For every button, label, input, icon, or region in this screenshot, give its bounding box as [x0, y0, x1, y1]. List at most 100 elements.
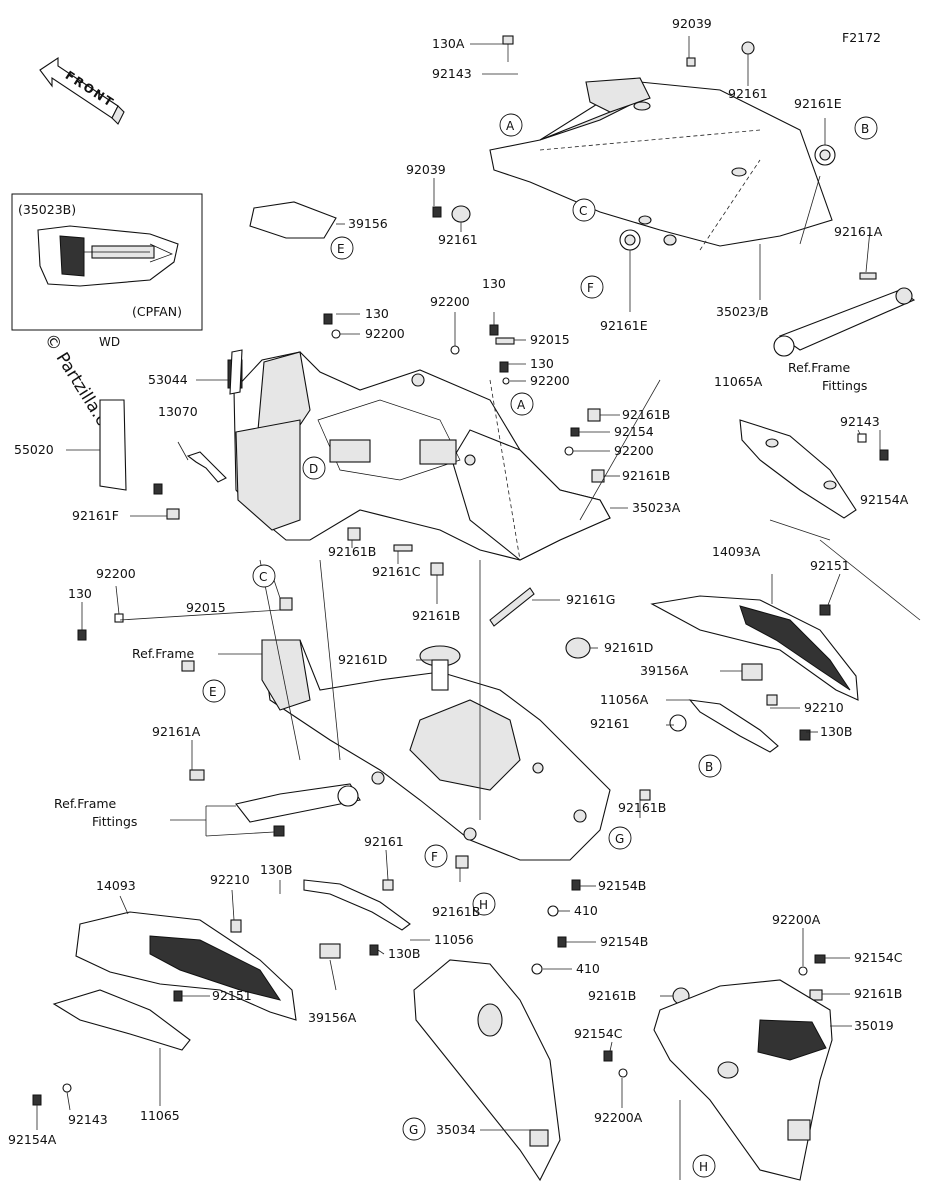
label-92154c-left: 92154C	[574, 1026, 623, 1041]
label-92154c-right: 92154C	[854, 950, 903, 965]
ref-frame-fittings-right-line1: Ref.Frame	[788, 360, 851, 375]
label-92200-b: 92200	[365, 326, 405, 341]
side-cover-14093a	[650, 595, 859, 701]
ref-labels: Ref.Frame Fittings Ref.Frame Ref.Frame F…	[54, 360, 867, 829]
label-92200-c: 92200	[530, 373, 570, 388]
frame-fittings-left	[235, 783, 361, 823]
label-55020: 55020	[14, 442, 54, 457]
inset-under-label: WD	[99, 335, 120, 349]
label-92161f: 92161F	[72, 508, 119, 523]
callout-d-1: D	[302, 456, 326, 480]
label-92200-a: 92200	[430, 294, 470, 309]
label-410-b: 410	[576, 961, 600, 976]
svg-text:H: H	[699, 1160, 708, 1174]
label-92154b-a: 92154B	[598, 878, 646, 893]
ref-frame-fittings-left-line2: Fittings	[92, 814, 137, 829]
svg-text:G: G	[409, 1123, 418, 1137]
label-35023a: 35023A	[632, 500, 681, 515]
label-92154b-b: 92154B	[600, 934, 648, 949]
label-92151-right: 92151	[810, 558, 850, 573]
callout-g-1: G	[608, 826, 632, 850]
label-14093a: 14093A	[712, 544, 761, 559]
label-11056: 11056	[434, 932, 474, 947]
label-92161g: 92161G	[566, 592, 615, 607]
label-92143-top: 92143	[432, 66, 472, 81]
label-92161b-a: 92161B	[622, 407, 670, 422]
bracket-11056a	[688, 699, 779, 753]
svg-text:A: A	[517, 398, 526, 412]
label-92200a-bottom: 92200A	[594, 1110, 643, 1125]
label-92161b-e: 92161B	[618, 800, 666, 815]
svg-text:E: E	[337, 242, 345, 256]
label-92154a-left: 92154A	[8, 1132, 57, 1147]
rear-frame-assembly	[227, 351, 611, 561]
label-35019: 35019	[854, 1018, 894, 1033]
svg-text:H: H	[479, 898, 488, 912]
label-92161b-b: 92161B	[622, 468, 670, 483]
inset-top-label: (35023B)	[18, 202, 76, 217]
label-92015-b: 92015	[186, 600, 226, 615]
callout-e-2: E	[202, 679, 226, 703]
inset-box: (35023B) (CPFAN) WD	[11, 193, 203, 349]
callout-h-1: H	[472, 892, 496, 916]
figure-code: F2172	[842, 30, 881, 45]
label-130-d: 130	[68, 586, 92, 601]
inner-fender-35034	[413, 959, 561, 1182]
label-92151-left: 92151	[212, 988, 252, 1003]
callout-c-2: C	[252, 564, 276, 588]
rear-fender-35023b	[489, 77, 833, 251]
label-11065a: 11065A	[714, 374, 763, 389]
label-13070: 13070	[158, 404, 198, 419]
label-92015-a: 92015	[530, 332, 570, 347]
svg-text:F: F	[587, 281, 594, 295]
callout-a-1: A	[499, 113, 523, 137]
callout-g-2: G	[402, 1117, 426, 1141]
label-11056a: 11056A	[600, 692, 649, 707]
label-35023b: 35023/B	[716, 304, 769, 319]
label-35034: 35034	[436, 1122, 476, 1137]
callout-h-2: H	[692, 1154, 716, 1178]
label-92143-left: 92143	[68, 1112, 108, 1127]
svg-text:D: D	[309, 462, 318, 476]
label-92161a-left: 92161A	[152, 724, 201, 739]
label-92200-d: 92200	[614, 443, 654, 458]
callout-e-1: E	[330, 236, 354, 260]
label-92200-e: 92200	[96, 566, 136, 581]
label-39156a-right: 39156A	[640, 663, 689, 678]
label-39156a-left: 39156A	[308, 1010, 357, 1025]
label-130-b: 130	[482, 276, 506, 291]
frame-fittings-right	[773, 287, 916, 357]
fasteners	[32, 35, 889, 1106]
label-130b-b: 130B	[388, 946, 420, 961]
label-130b-a: 130B	[260, 862, 292, 877]
reflector-11065a	[739, 419, 857, 519]
label-92200a-top: 92200A	[772, 912, 821, 927]
ref-frame-label: Ref.Frame	[132, 646, 195, 661]
pad-39156	[249, 201, 337, 239]
label-53044: 53044	[148, 372, 188, 387]
label-130-a: 130	[365, 306, 389, 321]
label-92161-top: 92161	[728, 86, 768, 101]
callout-c-1: C	[572, 198, 596, 222]
callout-b-2: B	[698, 754, 722, 778]
svg-text:C: C	[259, 570, 267, 584]
label-92161d-right: 92161D	[604, 640, 653, 655]
svg-text:B: B	[705, 760, 713, 774]
label-92143-right: 92143	[840, 414, 880, 429]
svg-text:B: B	[861, 122, 869, 136]
clamp-13070	[186, 451, 227, 483]
label-92161-mid: 92161	[438, 232, 478, 247]
label-92161b-h: 92161B	[854, 986, 902, 1001]
label-92210-right: 92210	[804, 700, 844, 715]
svg-text:E: E	[209, 685, 217, 699]
label-14093: 14093	[96, 878, 136, 893]
label-410-a: 410	[574, 903, 598, 918]
callout-circles: A B C F E A D C E B F G H G H	[202, 113, 878, 1178]
label-130b-right: 130B	[820, 724, 852, 739]
svg-text:G: G	[615, 832, 624, 846]
cover-35019	[653, 979, 833, 1181]
label-92161b-d: 92161B	[412, 608, 460, 623]
plate-55020	[99, 399, 127, 491]
label-92161b-c: 92161B	[328, 544, 376, 559]
label-92210-left: 92210	[210, 872, 250, 887]
